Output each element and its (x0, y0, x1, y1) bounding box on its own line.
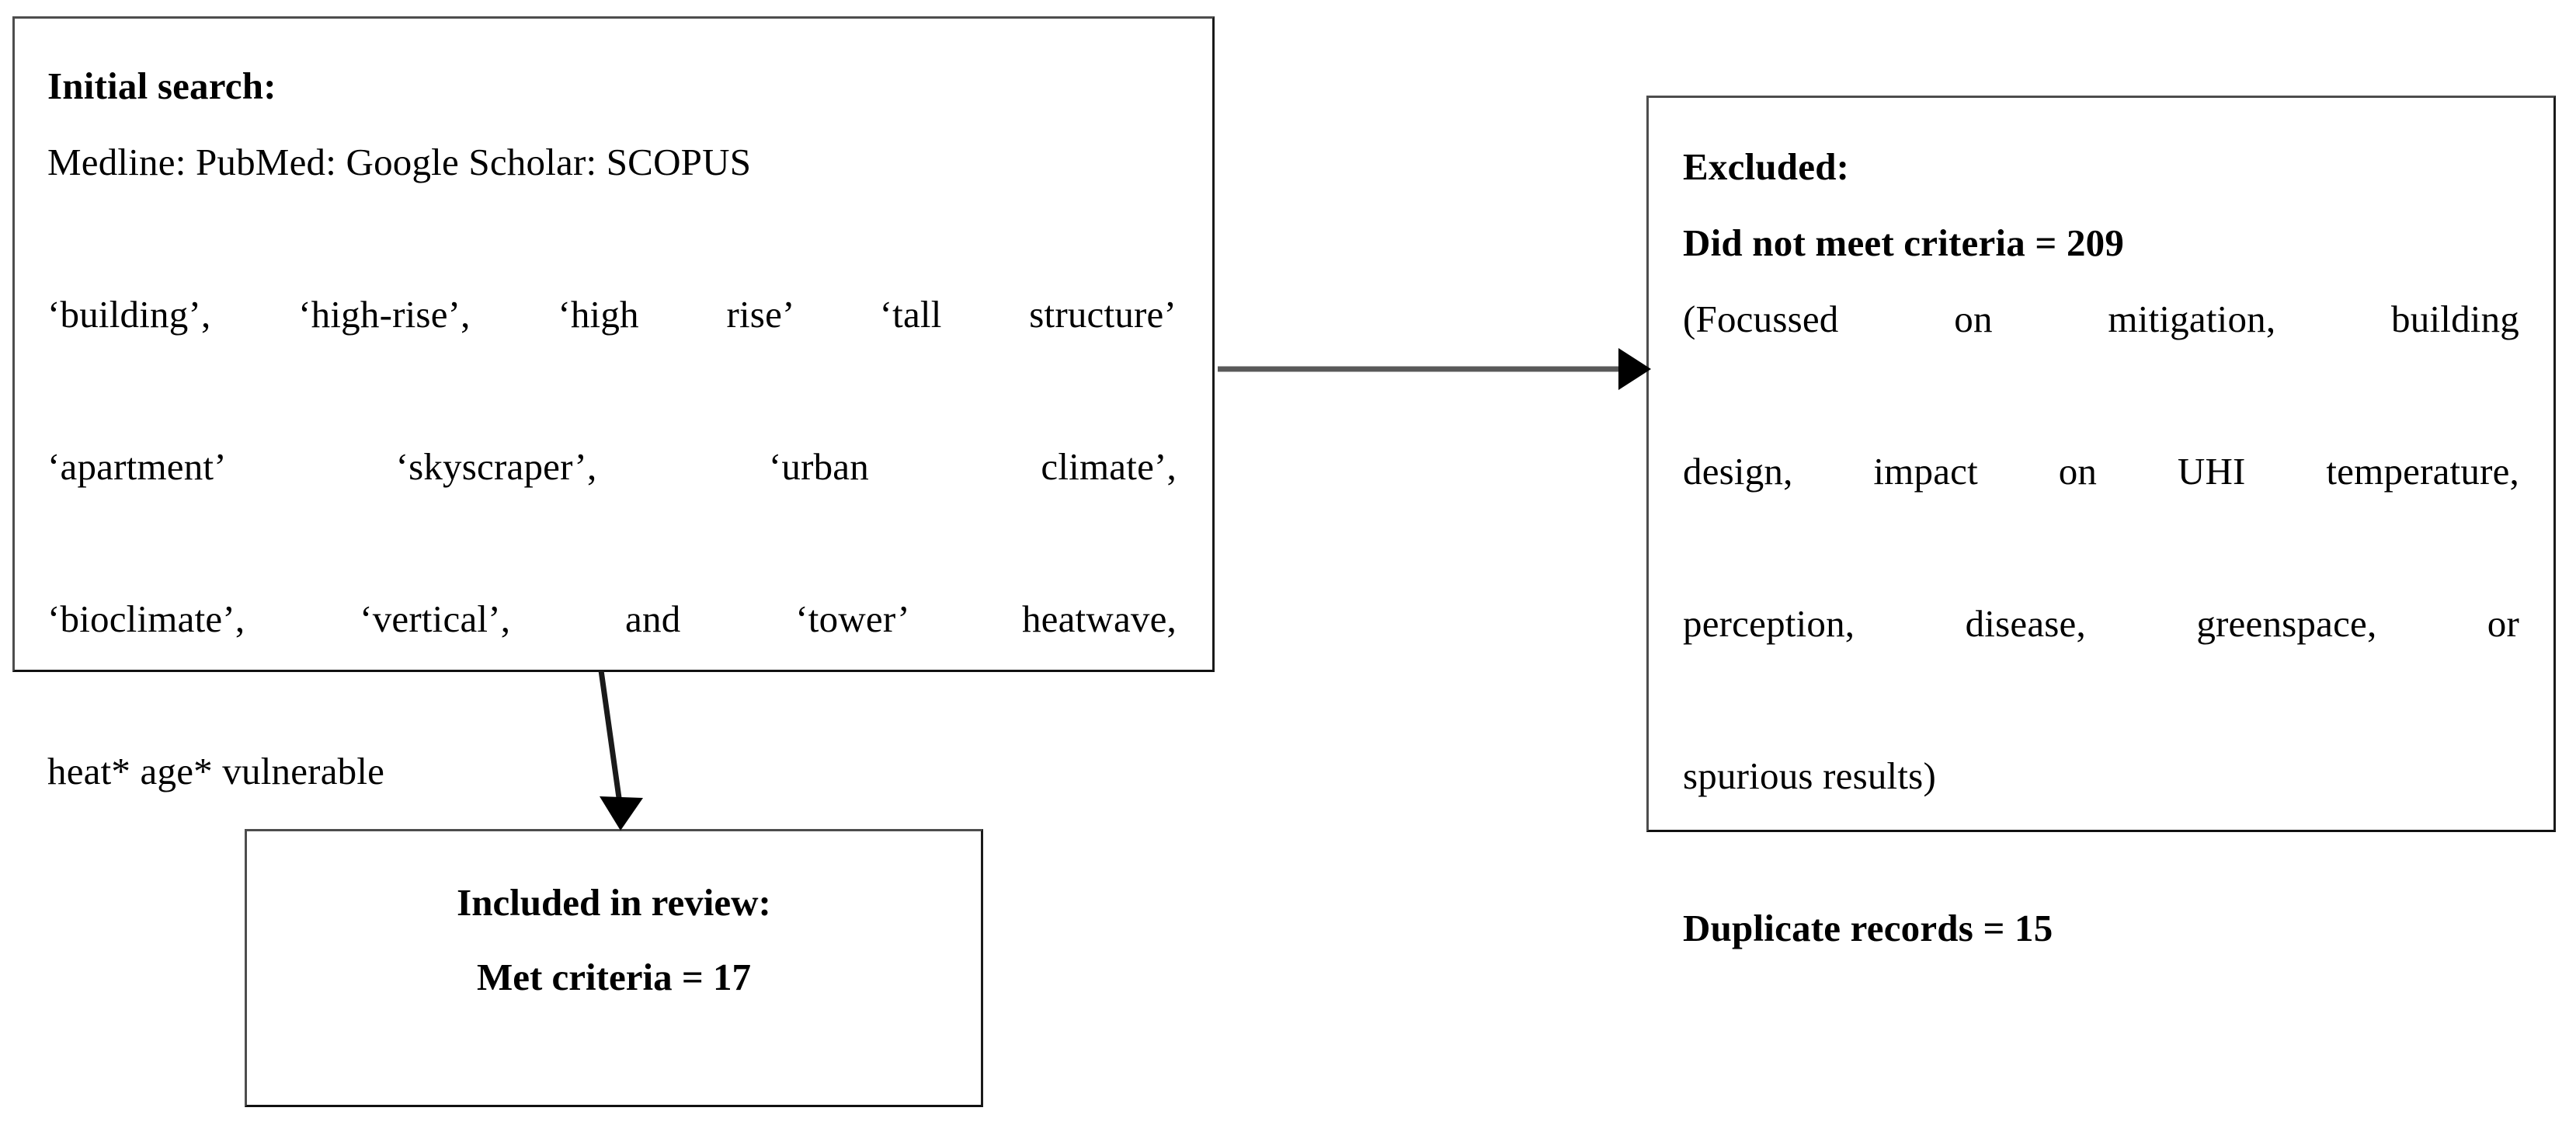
arrow-head (1618, 348, 1651, 390)
initial-search-spacer (47, 200, 1177, 277)
included-heading: Included in review: (457, 881, 771, 924)
initial-search-term-line-3: ‘bioclimate’, ‘vertical’, and ‘tower’ he… (47, 597, 1177, 640)
initial-search-term-line-1: ‘building’, ‘high-rise’, ‘high rise’ ‘ta… (47, 293, 1177, 336)
excluded-reason-line-2: design, impact on UHI temperature, (1683, 450, 2519, 493)
excluded-reason-line-4: spurious results) (1683, 754, 1936, 797)
excluded-heading: Excluded: (1683, 145, 1850, 188)
excluded-box: Excluded: Did not meet criteria = 209 (F… (1646, 96, 2556, 949)
arrow-right-icon (1218, 348, 1651, 390)
excluded-reason-line-3: perception, disease, greenspace, or (1683, 602, 2519, 645)
initial-search-term-line-2: ‘apartment’ ‘skyscraper’, ‘urban climate… (47, 445, 1177, 488)
initial-search-box: Initial search: Medline: PubMed: Google … (12, 16, 1215, 792)
arrow-shaft (598, 670, 624, 810)
excluded-reason-line-1: (Focussed on mitigation, building (1683, 298, 2519, 340)
included-met-criteria: Met criteria = 17 (476, 956, 752, 998)
arrow-down-icon (598, 670, 643, 831)
excluded-did-not-meet-criteria: Did not meet criteria = 209 (1683, 221, 2125, 264)
included-in-review-box: Included in review: Met criteria = 17 (245, 829, 983, 1107)
initial-search-term-line-4: heat* age* vulnerable (47, 750, 385, 792)
initial-search-databases: Medline: PubMed: Google Scholar: SCOPUS (47, 141, 752, 183)
arrow-head (600, 796, 643, 831)
initial-search-heading: Initial search: (47, 64, 276, 107)
excluded-duplicate-records: Duplicate records = 15 (1683, 907, 2053, 949)
excluded-spacer (1683, 814, 2519, 890)
